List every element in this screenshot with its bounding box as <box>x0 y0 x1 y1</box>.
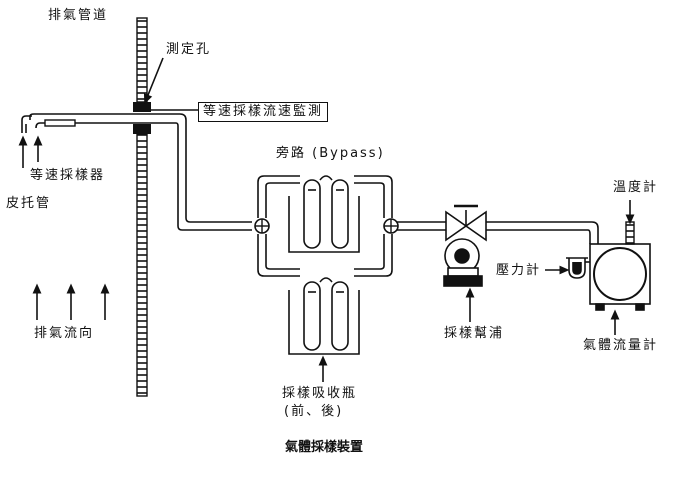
measuring-hole-flange-top <box>133 102 151 112</box>
bypass-piping <box>257 175 446 277</box>
thermometer-label: 溫度計 <box>613 180 659 195</box>
diagram-caption: 氣體採樣裝置 <box>285 440 364 455</box>
absorption-bottles-label: 採樣吸收瓶 <box>282 386 358 401</box>
isokinetic-sampler-label: 等速採樣器 <box>30 168 106 183</box>
pitot-tube <box>21 115 32 133</box>
arrows <box>18 57 635 382</box>
absorption-bottles-sub-label: (前、後) <box>284 404 344 419</box>
exhaust-duct-label: 排氣管道 <box>48 8 109 23</box>
thermometer-icon <box>625 221 635 245</box>
isokinetic-sampler-body <box>44 119 76 127</box>
absorption-bottles-lower <box>288 277 360 355</box>
pressure-gauge-icon <box>566 257 590 279</box>
gas-flow-meter <box>589 243 651 311</box>
exhaust-duct-wall <box>133 17 151 397</box>
three-way-valve-left <box>254 218 270 234</box>
isokinetic-monitor-label: 等速採樣流速監測 <box>198 102 329 122</box>
pump-to-meter-pipe <box>486 221 599 244</box>
absorption-bottles-upper <box>288 175 360 253</box>
measuring-hole-label: 測定孔 <box>166 42 212 57</box>
sampling-probe <box>29 113 252 231</box>
pitot-tube-label: 皮托管 <box>6 196 52 211</box>
measuring-hole-flange-bottom <box>133 124 151 134</box>
gas-flow-meter-label: 氣體流量計 <box>583 338 659 353</box>
pressure-gauge-label: 壓力計 <box>496 263 542 278</box>
arrow-measuring-hole <box>143 57 164 105</box>
sampling-pump <box>443 204 487 287</box>
three-way-valve-right <box>383 218 399 234</box>
sampling-pump-label: 採樣幫浦 <box>444 326 505 341</box>
bypass-label: 旁路 (Bypass) <box>276 146 385 161</box>
exhaust-flow-direction-label: 排氣流向 <box>34 326 95 341</box>
